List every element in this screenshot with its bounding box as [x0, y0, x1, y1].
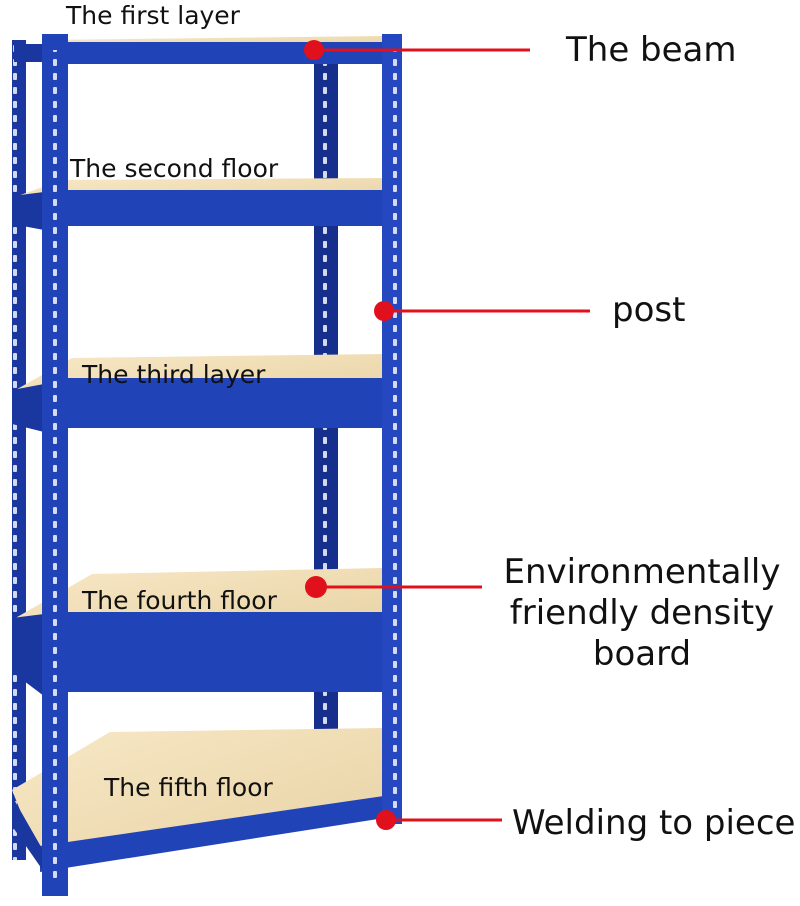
shelf-5-board [12, 728, 384, 860]
back-left-post-holes [12, 40, 22, 860]
shelf-4-front-beam [42, 612, 384, 692]
callout-welding-label: Welding to piece [512, 803, 796, 843]
callout-board-line-1: Environmentally [503, 552, 781, 592]
callout-post-label: post [612, 290, 686, 330]
callout-board-marker [305, 576, 482, 598]
shelf-4-left-beam [12, 614, 44, 696]
callout-board-line-3: board [592, 633, 692, 674]
front-left-post-holes [50, 50, 60, 880]
shelf-3 [12, 354, 384, 432]
shelf-2 [12, 178, 384, 230]
shelf-5-left-beam [12, 796, 44, 872]
label-fourth-floor: The fourth floor [82, 586, 277, 615]
front-right-post-holes [388, 50, 398, 810]
callout-welding-marker [376, 810, 502, 830]
shelf-3-left-beam [12, 384, 44, 432]
label-fifth-floor: The fifth floor [104, 773, 273, 802]
shelf-2-front-beam [42, 190, 384, 226]
shelf-1-front-beam [42, 42, 384, 64]
back-right-post-holes [320, 60, 330, 800]
shelf-3-front-beam [42, 378, 384, 428]
callout-post-marker [374, 301, 590, 321]
shelf-5-front-beam [40, 796, 384, 872]
callout-beam-label: The beam [566, 30, 737, 70]
shelf-1-left-beam [14, 44, 44, 62]
shelf-4 [12, 568, 384, 696]
label-first-layer: The first layer [66, 1, 240, 30]
shelf-5 [12, 728, 384, 872]
callout-board-label: Environmentally friendly density board [492, 552, 792, 674]
shelf-2-left-beam [12, 192, 44, 230]
shelf-1 [14, 36, 384, 64]
callout-board-line-2: friendly density [509, 592, 775, 633]
label-second-floor: The second floor [70, 154, 279, 183]
callout-beam-marker [304, 40, 530, 60]
label-third-layer: The third layer [82, 360, 266, 389]
